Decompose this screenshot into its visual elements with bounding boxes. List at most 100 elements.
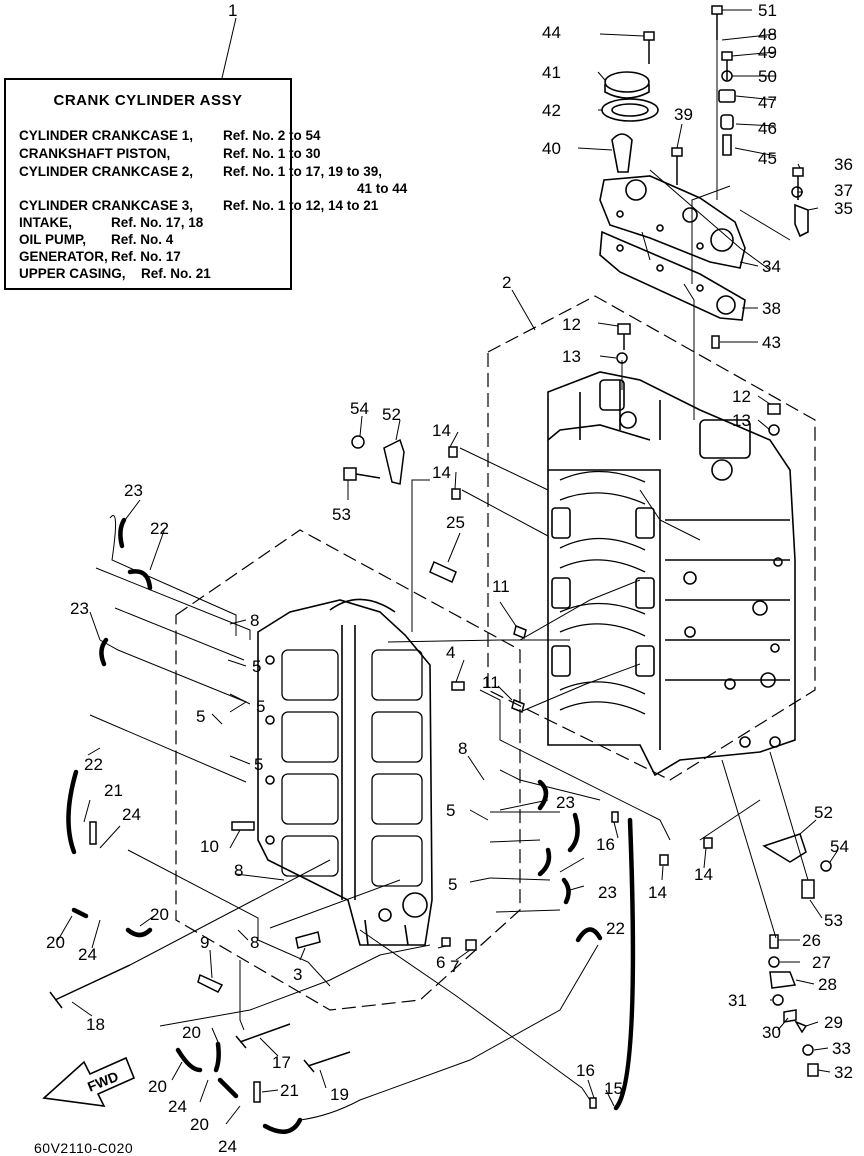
callout-9: 9 xyxy=(200,933,209,952)
callout-44: 44 xyxy=(542,23,561,42)
callout-36: 36 xyxy=(834,155,853,174)
legend-row-ref: Ref. No. 1 to 30 xyxy=(223,146,321,161)
washer-13-right xyxy=(768,424,780,436)
bolt-17 xyxy=(235,1023,291,1049)
legend-row-ref: 41 to 44 xyxy=(357,181,408,196)
cylinder-block-main xyxy=(547,371,796,777)
callout-12a: 12 xyxy=(562,315,581,334)
legend-row-upper-casing: UPPER CASING, Ref. No. 21 xyxy=(19,266,211,281)
hoses xyxy=(66,517,636,1134)
callout-21a: 21 xyxy=(104,781,123,800)
figure-code: 60V2110-C020 xyxy=(34,1140,134,1156)
callout-24c: 24 xyxy=(168,1097,187,1116)
crankcase-2-boundary xyxy=(175,529,521,1011)
callout-14b: 14 xyxy=(432,463,451,482)
cap-54-top xyxy=(351,435,365,449)
bolt-51 xyxy=(711,5,723,40)
callout-18: 18 xyxy=(86,1015,105,1034)
legend-row-name: CYLINDER CRANKCASE 2, xyxy=(19,164,194,179)
callout-3: 3 xyxy=(293,965,302,984)
cap-54-right xyxy=(820,860,832,872)
callout-4: 4 xyxy=(446,643,455,662)
legend-row-name: OIL PUMP, xyxy=(19,232,87,247)
callout-41: 41 xyxy=(542,63,561,82)
hose-20-low xyxy=(217,1077,239,1099)
bolt-32 xyxy=(807,1063,819,1077)
fitting-10 xyxy=(231,821,255,831)
callout-14a: 14 xyxy=(432,421,451,440)
legend-row-crankcase-3: CYLINDER CRANKCASE 3, Ref. No. 1 to 12, … xyxy=(19,198,378,213)
callout-5f: 5 xyxy=(448,875,457,894)
callout-23a: 23 xyxy=(124,481,143,500)
bolt-12-right xyxy=(767,403,781,415)
callout-40: 40 xyxy=(542,139,561,158)
legend-row-name: UPPER CASING, xyxy=(19,266,126,281)
callout-29: 29 xyxy=(824,1013,843,1032)
hardware-parts xyxy=(49,5,832,1109)
cover-plate-assembly xyxy=(599,71,809,321)
pin-16b xyxy=(589,1097,597,1109)
crankcase-1-boundary xyxy=(487,295,816,781)
callout-13b: 13 xyxy=(732,411,751,430)
bolt-49 xyxy=(721,51,733,80)
callout-8d: 8 xyxy=(250,933,259,952)
callout-25: 25 xyxy=(446,513,465,532)
callout-16b: 16 xyxy=(576,1061,595,1080)
legend-row-generator: GENERATOR, Ref. No. 17 xyxy=(19,249,181,264)
callout-17: 17 xyxy=(272,1053,291,1072)
callout-52b: 52 xyxy=(814,803,833,822)
callout-5c: 5 xyxy=(196,707,205,726)
hose-20-left xyxy=(71,907,89,919)
callout-20e: 20 xyxy=(190,1115,209,1134)
callout-45: 45 xyxy=(758,149,777,168)
fitting-28 xyxy=(769,971,797,989)
legend-row-name: CYLINDER CRANKCASE 1, xyxy=(19,128,194,143)
callout-48: 48 xyxy=(758,25,777,44)
bracket-52-right xyxy=(762,833,807,863)
hose-23-lower xyxy=(537,847,552,877)
pin-14c xyxy=(659,854,669,866)
hose-23-right xyxy=(567,812,580,853)
bolt-53-top xyxy=(343,467,381,481)
cylinder-block-secondary xyxy=(257,598,433,946)
callout-21b: 21 xyxy=(280,1081,299,1100)
fwd-arrow: FWD xyxy=(42,1056,136,1107)
callout-13a: 13 xyxy=(562,347,581,366)
callout-51: 51 xyxy=(758,1,777,20)
bolt-39 xyxy=(671,147,683,185)
hose-23-left xyxy=(99,637,109,667)
hose-20-mid xyxy=(125,927,153,938)
callout-24b: 24 xyxy=(78,945,97,964)
callout-20b: 20 xyxy=(46,933,65,952)
callout-10: 10 xyxy=(200,837,219,856)
callout-5b: 5 xyxy=(256,697,265,716)
hose-23-mid xyxy=(537,779,549,811)
bolt-3 xyxy=(295,931,321,949)
callout-14c: 14 xyxy=(648,883,667,902)
hose-22-bottom xyxy=(575,927,603,943)
hose-15 xyxy=(613,817,636,1111)
legend-title: CRANK CYLINDER ASSY xyxy=(53,92,243,109)
callout-11a: 11 xyxy=(492,577,510,596)
callout-50: 50 xyxy=(758,67,777,86)
callout-8c: 8 xyxy=(234,861,243,880)
legend-row-name: INTAKE, xyxy=(19,215,72,230)
legend-row-ref: Ref. No. 1 to 12, 14 to 21 xyxy=(223,198,379,213)
callout-22b: 22 xyxy=(84,755,103,774)
bolt-53-right xyxy=(801,879,815,899)
legend-row-name: CRANKSHAFT PISTON, xyxy=(19,146,171,161)
callout-54b: 54 xyxy=(830,837,849,856)
callout-35: 35 xyxy=(834,199,853,218)
callout-47: 47 xyxy=(758,93,777,112)
callout-43: 43 xyxy=(762,333,781,352)
callout-52a: 52 xyxy=(382,405,401,424)
callout-11b: 11 xyxy=(482,673,500,692)
assembly-boundaries xyxy=(175,295,816,1011)
bolt-44 xyxy=(643,31,655,64)
callout-5e: 5 xyxy=(446,801,455,820)
assembly-legend-box: CRANK CYLINDER ASSY CYLINDER CRANKCASE 1… xyxy=(4,78,407,290)
fitting-25 xyxy=(429,560,457,584)
callout-53b: 53 xyxy=(824,911,843,930)
callout-38: 38 xyxy=(762,299,781,318)
